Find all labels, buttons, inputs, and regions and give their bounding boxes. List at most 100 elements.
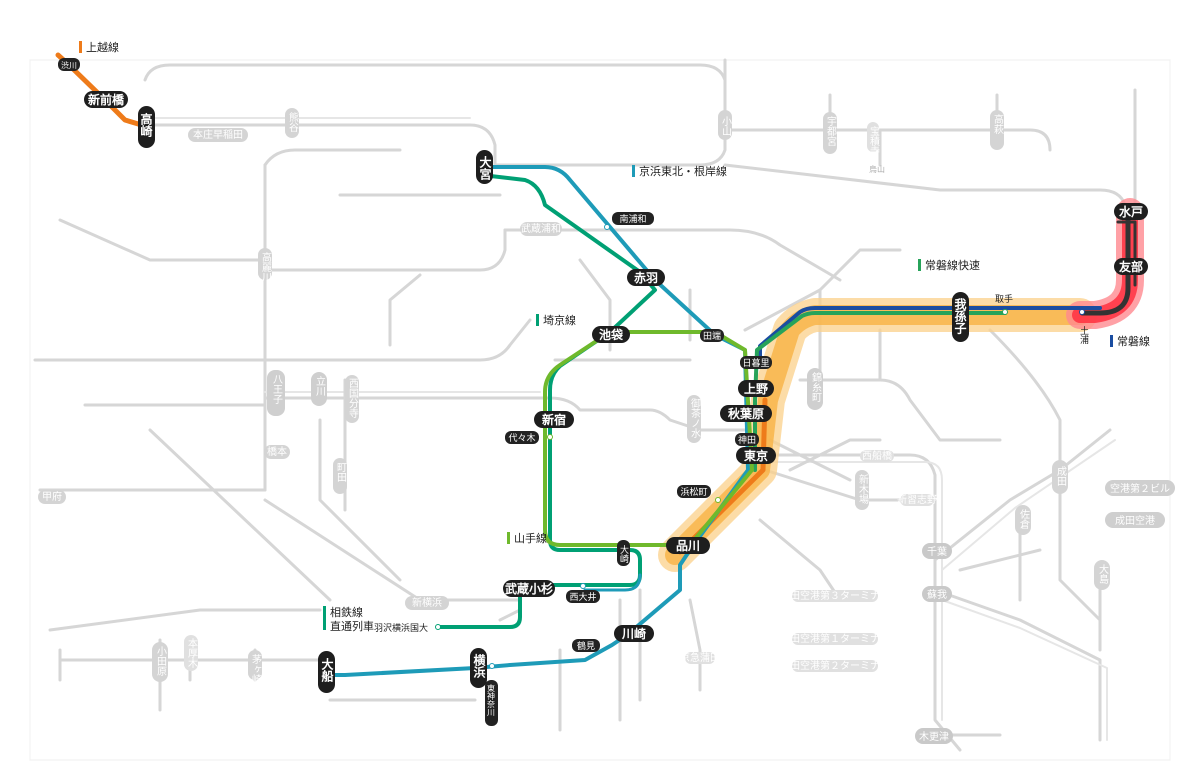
legend-yamanote: 山手線 [507,531,547,545]
station-akihabara: 秋葉原 [720,405,772,422]
svg-text:新宿: 新宿 [542,412,566,427]
svg-text:埼京線: 埼京線 [543,313,576,327]
bg-label-utsunomiya: 宇都宮 [823,112,837,154]
svg-text:錦糸町: 錦糸町 [810,371,822,402]
bg-label-kisarazu: 木更津 [915,728,953,744]
bg-label-hachioji: 八王子 [267,370,285,416]
bg-label-honjo-waseda: 本庄早稲田 [188,128,248,142]
bg-label-keikyu-kamata: 京急蒲田 [680,651,720,664]
svg-text:宇都宮: 宇都宮 [825,115,837,147]
station-nishioi: 西大井 [566,583,600,603]
svg-text:上越線: 上越線 [86,40,119,54]
bg-label-hon-atsugi: 本厚木 [184,635,198,671]
bg-label-kofu: 甲府 [38,490,66,504]
svg-text:京急蒲田: 京急蒲田 [680,651,720,664]
svg-text:茅ヶ崎: 茅ヶ崎 [250,654,262,684]
station-minamiurawa: 南浦和 [604,212,654,230]
station-shinjuku: 新宿 [534,411,574,428]
station-kawasaki: 川崎 [614,625,654,642]
route-keihin-tohoku [328,165,750,677]
svg-text:新横浜: 新横浜 [412,596,442,609]
svg-text:大島: 大島 [1097,563,1109,585]
legend-sotetsu: 相鉄線 直通列車 [323,605,374,633]
svg-text:西船橋: 西船橋 [862,449,892,462]
svg-text:田端: 田端 [703,330,721,342]
bg-label-ochanomizu: 御茶ノ水 [687,395,701,443]
bg-label-takahagi: 高萩 [990,110,1004,150]
svg-text:蘇我: 蘇我 [927,588,947,601]
svg-text:品川: 品川 [676,539,700,553]
svg-text:武蔵浦和: 武蔵浦和 [521,222,561,235]
minor-stations: 渋川 南浦和 田端 日暮里 神田 浜松町 代々木 [58,58,1089,726]
svg-text:宝積寺: 宝積寺 [868,125,880,156]
bg-label-narita: 成田 [1052,460,1068,494]
svg-text:京浜東北・根岸線: 京浜東北・根岸線 [639,164,727,178]
station-abiko: 我孫子 [952,292,969,342]
route-joban [758,306,1102,360]
station-tabata: 田端 [700,329,724,342]
bg-label-shinnarashino: 新習志野 [897,493,937,506]
station-ueno: 上野 [738,380,774,397]
background-labels: 本庄早稲田 熊谷 小山 宇都宮 宝積寺 烏山 高萩 武蔵浦和 [38,108,1175,744]
bg-label-takasaka: 高麗川 [258,248,272,282]
svg-text:大船: 大船 [320,657,334,683]
svg-text:羽田空港第１ターミナル: 羽田空港第１ターミナル [780,632,890,645]
bg-label-tachikawa: 立川 [311,372,327,406]
svg-text:南浦和: 南浦和 [619,213,646,225]
bg-label-soga: 蘇我 [922,586,952,602]
svg-text:池袋: 池袋 [599,327,624,342]
station-tsurumi: 鶴見 [572,639,600,652]
station-yoyogi: 代々木 [505,431,553,444]
svg-text:山手線: 山手線 [514,531,547,545]
svg-text:本庄早稲田: 本庄早稲田 [193,128,243,141]
legend-joetsu: 上越線 [79,40,119,54]
svg-text:橋本: 橋本 [267,445,287,458]
legend-sotetsu-line2: 直通列車 [330,619,374,633]
svg-text:烏山: 烏山 [869,164,885,174]
svg-text:羽沢横浜国大: 羽沢横浜国大 [374,622,428,634]
station-osaki: 大崎 [617,540,630,566]
svg-text:浜松町: 浜松町 [680,486,707,498]
svg-text:上野: 上野 [744,381,768,396]
svg-text:佐倉: 佐倉 [1018,509,1030,530]
svg-text:新習志野: 新習志野 [897,493,937,506]
legend-joban: 常磐線 [1110,334,1150,348]
svg-text:新木場: 新木場 [857,473,869,505]
svg-text:友部: 友部 [1118,259,1143,274]
legend-sotetsu-line1: 相鉄線 [330,605,363,619]
bg-label-haneda-t2: 羽田空港第２ターミナル [780,659,890,672]
svg-text:神田: 神田 [738,434,756,446]
svg-text:羽田空港第２ターミナル: 羽田空港第２ターミナル [780,659,890,672]
bg-label-kinshicho: 錦糸町 [807,368,823,410]
svg-text:赤羽: 赤羽 [634,270,658,285]
svg-text:西大井: 西大井 [569,591,596,603]
svg-text:本厚木: 本厚木 [186,637,198,669]
svg-text:常磐線: 常磐線 [1117,334,1150,348]
station-shinmaebashi: 新前橋 [84,91,128,108]
station-mito: 水戸 [1114,203,1148,220]
major-stations: 新前橋 高崎 大宮 赤羽 池袋 上野 秋葉原 東京 [84,91,1148,693]
svg-text:秋葉原: 秋葉原 [728,406,764,421]
svg-text:東京: 東京 [744,448,768,463]
svg-text:木更津: 木更津 [919,731,949,743]
bg-label-nishifunabashi: 西船橋 [860,449,894,462]
svg-text:甲府: 甲府 [42,490,62,503]
station-akabane: 赤羽 [627,269,665,286]
station-tsuchiura: 土浦 [1078,309,1089,345]
svg-text:土浦: 土浦 [1078,325,1089,345]
bg-label-hashimoto: 橋本 [264,445,290,459]
svg-text:高麗川: 高麗川 [260,251,272,282]
station-tomobe: 友部 [1114,258,1148,275]
legend-joban-rapid: 常磐線快速 [918,258,980,272]
station-nippori: 日暮里 [740,356,772,369]
legend-keihin-tohoku: 京浜東北・根岸線 [632,164,727,178]
station-shibukawa: 渋川 [58,58,80,71]
svg-text:羽田空港第３ターミナル: 羽田空港第３ターミナル [780,589,890,602]
svg-text:成田空港: 成田空港 [1115,514,1155,527]
svg-text:八王子: 八王子 [271,374,283,404]
bg-label-chigasaki: 茅ヶ崎 [248,650,262,684]
route-joban-highlight [1079,211,1131,316]
svg-text:大宮: 大宮 [478,155,492,180]
bg-label-nishikokubunji: 西国分寺 [345,375,359,423]
station-ikebukuro: 池袋 [592,326,630,343]
